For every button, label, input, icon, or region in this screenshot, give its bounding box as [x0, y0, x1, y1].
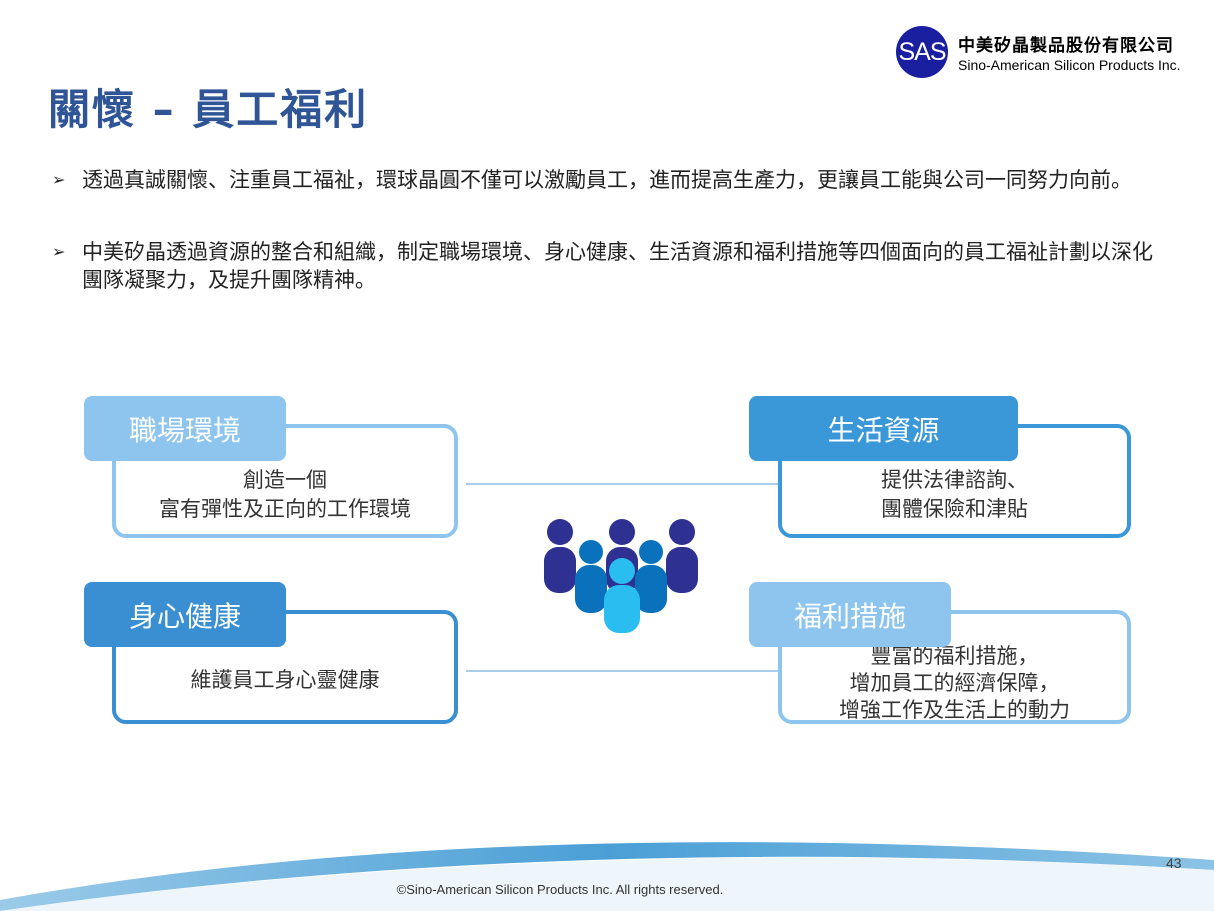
company-logo: SAS 中美矽晶製品股份有限公司 Sino-American Silicon P…	[896, 26, 1181, 78]
bullet-text: 中美矽晶透過資源的整合和組織，制定職場環境、身心健康、生活資源和福利措施等四個面…	[82, 240, 1153, 292]
box-text: 增強工作及生活上的動力	[839, 697, 1070, 722]
box-text: 富有彈性及正向的工作環境	[159, 497, 411, 521]
box-text: 豐富的福利措施，	[870, 643, 1039, 668]
box-benefits: 豐富的福利措施， 增加員工的經濟保障， 增強工作及生活上的動力	[778, 610, 1131, 724]
bullet-item: ➢ 透過真誠關懷、注重員工福祉，環球晶圓不僅可以激勵員工，進而提高生產力，更讓員…	[52, 166, 1172, 194]
box-header-health: 身心健康	[84, 582, 286, 647]
logo-mark: SAS	[896, 26, 948, 78]
page-number: 43	[1166, 855, 1182, 871]
box-text: 團體保險和津貼	[881, 497, 1028, 521]
company-name-cn: 中美矽晶製品股份有限公司	[958, 36, 1174, 55]
bullet-item: ➢ 中美矽晶透過資源的整合和組織，制定職場環境、身心健康、生活資源和福利措施等四…	[52, 238, 1172, 294]
arrow-bullet-icon: ➢	[52, 242, 66, 261]
footer-wave-decoration	[0, 842, 1214, 911]
box-header-benefits: 福利措施	[749, 582, 951, 647]
copyright-footer: ©Sino-American Silicon Products Inc. All…	[396, 882, 724, 897]
box-header-life-resources: 生活資源	[749, 396, 1018, 461]
box-text: 增加員工的經濟保障，	[849, 670, 1060, 695]
box-text: 提供法律諮詢、	[881, 468, 1028, 492]
slide-title: 關懷 – 員工福利	[48, 85, 369, 134]
box-text: 創造一個	[243, 468, 327, 492]
box-header-workplace: 職場環境	[84, 396, 286, 461]
box-text: 維護員工身心靈健康	[190, 667, 380, 692]
arrow-bullet-icon: ➢	[52, 170, 66, 189]
company-name-en: Sino-American Silicon Products Inc.	[958, 57, 1181, 73]
bullet-text: 透過真誠關懷、注重員工福祉，環球晶圓不僅可以激勵員工，進而提高生產力，更讓員工能…	[82, 168, 1132, 192]
connector-line	[466, 670, 778, 672]
team-people-icon	[544, 519, 698, 633]
connector-line	[466, 483, 778, 485]
